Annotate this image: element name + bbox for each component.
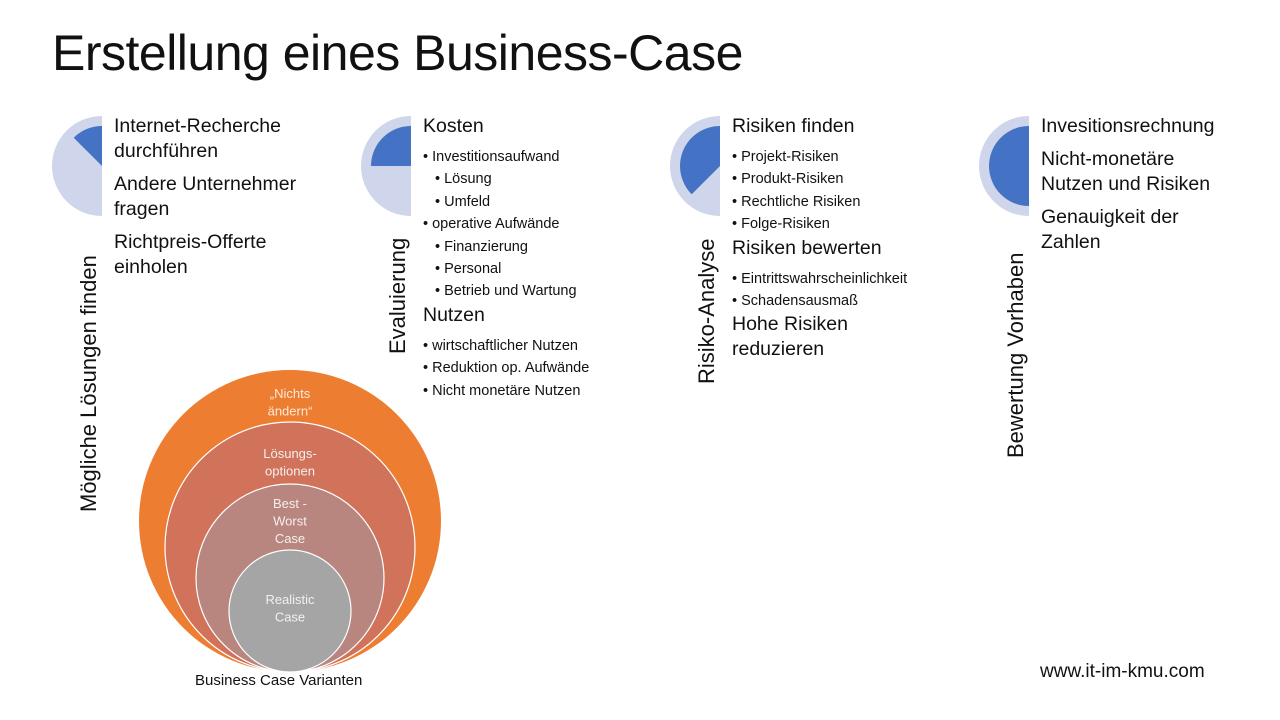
sub-bullet-item: Umfeld: [423, 191, 589, 213]
step-label: Mögliche Lösungen finden: [76, 255, 101, 512]
step-item: Genauigkeit der Zahlen: [1041, 206, 1179, 253]
bullet-item: Eintrittswahrscheinlichkeit: [732, 268, 942, 290]
variant-ring: [228, 549, 352, 673]
variant-ring-label: „Nichts: [270, 386, 311, 401]
bullet-item: Rechtliche Risiken: [732, 191, 942, 213]
progress-pie-icon: [979, 116, 1029, 216]
pie-progress-wedge: [989, 126, 1029, 206]
bullet-item: Folge-Risiken: [732, 213, 942, 235]
variant-ring-label: Worst: [273, 514, 307, 529]
variant-ring: [195, 483, 385, 673]
website-link[interactable]: www.it-im-kmu.com: [1040, 661, 1205, 682]
sub-bullet-item: Finanzierung: [423, 236, 589, 258]
step-heading: Kosten: [423, 115, 484, 137]
step-item: Andere Unternehmer fragen: [114, 173, 297, 220]
progress-pie-icon: [670, 116, 720, 216]
step-item: Richtpreis-Offerte einholen: [114, 231, 267, 278]
step-content: KostenInvestitionsaufwandLösungUmfeldope…: [423, 114, 589, 402]
variant-ring-label: Lösungs-: [263, 446, 316, 461]
bullet-item: Investitionsaufwand: [423, 146, 589, 168]
bullet-item: Produkt-Risiken: [732, 168, 942, 190]
step-heading: Risiken bewerten: [732, 236, 882, 259]
bullet-item: Reduktion op. Aufwände: [423, 357, 589, 379]
step-heading: Hohe Risiken reduzieren: [732, 313, 848, 361]
pie-progress-wedge: [680, 126, 720, 195]
step-label: Risiko-Analyse: [694, 238, 719, 385]
variants-caption: Business Case Varianten: [195, 672, 363, 689]
progress-pie-icon: [52, 116, 102, 216]
sub-bullet-item: Betrieb und Wartung: [423, 280, 589, 302]
variant-ring-label: Case: [275, 610, 305, 625]
variant-ring-label: ändern“: [268, 404, 313, 419]
slide-title: Erstellung eines Business-Case: [52, 25, 743, 81]
step-label: Bewertung Vorhaben: [1003, 252, 1028, 459]
variant-ring-label: Realistic: [265, 592, 315, 607]
step-label: Evaluierung: [385, 237, 410, 354]
variant-ring: [139, 370, 441, 672]
step-content: Risiken findenProjekt-RisikenProdukt-Ris…: [732, 114, 942, 369]
variant-ring-label: Best -: [273, 496, 307, 511]
sub-bullet-item: Lösung: [423, 168, 589, 190]
bullet-item: wirtschaftlicher Nutzen: [423, 335, 589, 357]
step-heading: Risiken finden: [732, 115, 855, 137]
bullet-item: operative Aufwände: [423, 213, 589, 235]
bullet-item: Projekt-Risiken: [732, 146, 942, 168]
step-item: Nicht-monetäre Nutzen und Risiken: [1041, 148, 1211, 195]
step-item: Internet-Recherche durchführen: [114, 115, 281, 162]
sub-bullet-item: Personal: [423, 258, 589, 280]
pie-progress-wedge: [73, 126, 102, 166]
progress-pie-icon: [361, 116, 411, 216]
step-item: Invesitionsrechnung: [1041, 115, 1215, 137]
variant-ring: [164, 421, 416, 673]
bullet-item: Schadensausmaß: [732, 290, 942, 312]
variant-ring-label: Case: [275, 531, 305, 546]
pie-progress-wedge: [371, 126, 411, 166]
step-heading: Nutzen: [423, 303, 485, 326]
variant-ring-label: optionen: [265, 464, 315, 479]
bullet-item: Nicht monetäre Nutzen: [423, 380, 589, 402]
